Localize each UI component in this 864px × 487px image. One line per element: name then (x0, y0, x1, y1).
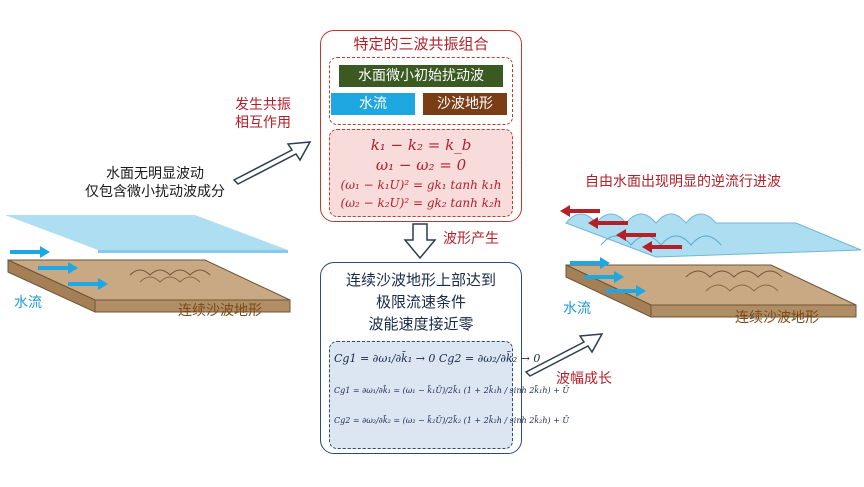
limit-velocity-panel: 连续沙波地形上部达到 极限流速条件 波能速度接近零 Cg1 = ∂ω₁/∂k̄₁… (320, 262, 570, 454)
equation-dispersion-1: (ω₁ − k₁U)² = gk₁ tanh k₁h (340, 178, 502, 192)
resonance-title: 特定的三波共振组合 (353, 35, 489, 53)
left-caption: 水面无明显波动 仅包含微小扰动波成分 (80, 165, 230, 201)
interaction-line1: 发生共振 (235, 97, 291, 113)
right-flow-label: 水流 (563, 301, 591, 317)
left-caption-line2: 仅包含微小扰动波成分 (85, 184, 225, 200)
sand-box: 沙波地形 (423, 93, 507, 115)
right-water-waves (565, 213, 862, 258)
equation-frequency: ω₁ − ω₂ = 0 (375, 156, 467, 174)
flow-arrow (10, 246, 50, 258)
limit-title-line3: 波能速度接近零 (368, 315, 474, 333)
right-sand-label: 连续沙波地形 (735, 310, 819, 326)
right-scene (560, 205, 862, 318)
wave-arrow (588, 217, 628, 229)
equation-wavenumber: k₁ − k₂ = k_b (370, 136, 472, 154)
wave-arrow (642, 241, 682, 253)
limit-title-line1: 连续沙波地形上部达到 (345, 271, 496, 289)
right-flow-arrows (570, 257, 646, 297)
resonance-equations: k₁ − k₂ = k_b ω₁ − ω₂ = 0 (ω₁ − k₁U)² = … (329, 129, 513, 217)
left-water-surface (5, 215, 288, 250)
left-sand-ripple (139, 276, 201, 283)
right-caption: 自由水面出现明显的逆流行进波 (585, 174, 781, 190)
wave-generation-label: 波形产生 (443, 231, 499, 247)
right-sand-ripple (685, 270, 783, 278)
right-sand-ripple (705, 284, 779, 292)
left-sand-label: 连续沙波地形 (178, 303, 262, 319)
equation-cg2: Cg2 = ∂ω₂/∂k̄₂ = (ω₂ − k̄₂Ū)/2k̄₂ (1 + 2… (334, 416, 570, 425)
equation-group-velocity-limit: Cg1 = ∂ω₁/∂k̄₁ → 0 Cg2 = ∂ω₂/∂k̄₂ → 0 (334, 352, 541, 365)
wave-arrow (560, 205, 600, 217)
left-flow-label: 水流 (14, 295, 42, 311)
limit-title-line2: 极限流速条件 (375, 293, 466, 311)
interaction-line2: 相互作用 (235, 115, 291, 131)
flow-arrow (38, 262, 78, 274)
wave-arrow (616, 229, 656, 241)
components-box (329, 57, 513, 125)
left-flow-arrows (10, 246, 108, 290)
group-velocity-equations: Cg1 = ∂ω₁/∂k̄₁ → 0 Cg2 = ∂ω₂/∂k̄₂ → 0 Cg… (329, 341, 570, 449)
left-water-edge (98, 250, 288, 253)
equation-cg1: Cg1 = ∂ω₁/∂k̄₁ = (ω₁ − k̄₁Ū)/2k̄₁ (1 + 2… (334, 386, 570, 395)
disturbance-box: 水面微小初始扰动波 (339, 65, 503, 87)
arrow-down (403, 223, 437, 260)
equation-dispersion-2: (ω₂ − k₂U)² = gk₂ tanh k₂h (340, 196, 502, 210)
arrow-to-right (524, 333, 604, 377)
flow-arrow (68, 278, 108, 290)
left-scene (5, 215, 291, 313)
resonance-panel: 特定的三波共振组合 水面微小初始扰动波 水流 沙波地形 k₁ − k₂ = k_… (320, 30, 522, 222)
flow-arrow (584, 271, 624, 283)
interaction-label: 发生共振 相互作用 (225, 96, 301, 132)
flow-arrow (606, 285, 646, 297)
flow-box: 水流 (331, 93, 415, 115)
arrow-to-top (232, 141, 312, 185)
amplitude-growth-label: 波幅成长 (556, 371, 612, 387)
left-sand-ripple (129, 269, 211, 276)
left-sand-side (7, 259, 96, 313)
left-caption-line1: 水面无明显波动 (106, 166, 204, 182)
flow-arrow (570, 257, 610, 269)
upstream-wave-arrows (560, 205, 682, 253)
